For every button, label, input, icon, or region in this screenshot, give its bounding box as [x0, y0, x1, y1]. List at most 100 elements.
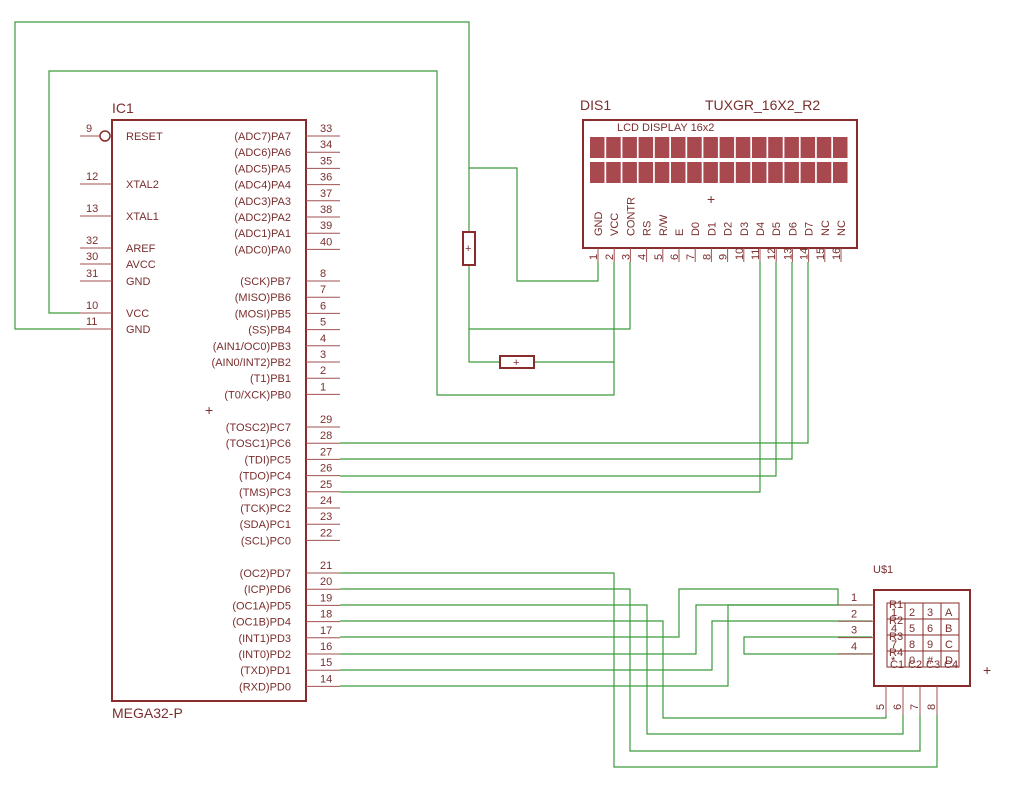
lcd-char-cell — [735, 137, 751, 158]
ic1-pin-number: 3 — [320, 349, 326, 361]
lcd-char-cell — [719, 137, 735, 158]
ic1-pin-label: (TXD)PD1 — [240, 665, 291, 677]
lcd-char-cell — [800, 162, 816, 183]
keypad-key-label: 4 — [891, 623, 897, 635]
ic1-pin-number: 15 — [320, 657, 332, 669]
ic1-pin-number: 16 — [320, 641, 332, 653]
ic1-pin-label: (TOSC1)PC6 — [226, 438, 291, 450]
wire-pc5-d6 — [340, 262, 793, 460]
ic1-pin-number: 2 — [320, 365, 326, 377]
lcd-pin-number: 10 — [734, 248, 746, 260]
keypad-key-label: 7 — [891, 639, 897, 651]
keypad-key-label: * — [891, 655, 896, 667]
keypad-name: U$1 — [873, 564, 893, 576]
lcd-pin-label: VCC — [609, 213, 621, 236]
lcd-pin-label: D3 — [739, 222, 751, 236]
lcd-char-cell — [590, 162, 605, 183]
ic1-pin-number: 18 — [320, 609, 332, 621]
lcd-pin-number: 9 — [718, 254, 730, 260]
keypad-key — [940, 650, 960, 668]
ic1-pin-label: RESET — [126, 131, 163, 143]
ic1-pin-number: 4 — [320, 333, 326, 345]
wire-pd3-k1 — [340, 588, 872, 638]
ic1-pin-label: (INT0)PD2 — [238, 649, 291, 661]
ic1-pin-number: 1 — [320, 381, 326, 393]
ic1-left-pins: 9RESET12XTAL213XTAL132AREF30AVCC31GND10V… — [80, 123, 163, 336]
ic1-pin-label: XTAL1 — [126, 211, 159, 223]
lcd-pin-number: 15 — [815, 248, 827, 260]
keypad-key-label: 1 — [891, 607, 897, 619]
lcd-char-cell — [703, 137, 718, 158]
ic1-pin-number: 25 — [320, 479, 332, 491]
lcd-pin-label: NC — [836, 220, 848, 236]
keypad-key-label: 6 — [927, 623, 933, 635]
lcd-char-cell — [671, 137, 686, 158]
ic1-pin-number: 37 — [320, 188, 332, 200]
lcd-pin-number: 4 — [637, 254, 649, 260]
lcd-body — [582, 119, 858, 249]
ic1-symbol[interactable]: IC1 MEGA32-P 9RESET12XTAL213XTAL132AREF3… — [80, 100, 340, 721]
ic1-origin-mark: + — [205, 402, 213, 418]
keypad-key-label: D — [945, 655, 953, 667]
lcd-char-cell — [622, 162, 637, 183]
ic1-pin-number: 22 — [320, 527, 332, 539]
ic1-pin-label: (ADC3)PA3 — [234, 196, 291, 208]
lcd-char-cell — [752, 137, 767, 158]
ic1-pin-label: (MISO)PB6 — [235, 292, 291, 304]
keypad-pin-number: 7 — [909, 704, 921, 710]
pot-mark: + — [465, 243, 471, 255]
ic1-pin-label: (T0/XCK)PB0 — [224, 389, 291, 401]
potentiometer[interactable]: + — [462, 231, 476, 266]
ic1-pin-label: AVCC — [126, 259, 156, 271]
ic1-pin-label: GND — [126, 324, 151, 336]
ic1-pin-label: (MOSI)PB5 — [235, 308, 291, 320]
wire-vcc — [48, 70, 615, 396]
keypad-key-label: A — [945, 607, 953, 619]
keypad-row-label: R4 — [889, 647, 903, 659]
lcd-pin-number: 12 — [766, 248, 778, 260]
wire-contrast — [468, 262, 631, 330]
lcd-origin-mark: + — [707, 191, 715, 207]
ic1-pin-label: GND — [126, 276, 151, 288]
ic1-body — [111, 119, 307, 702]
ic1-pin-label: XTAL2 — [126, 179, 159, 191]
keypad-pin-number: 4 — [851, 641, 857, 653]
lcd-pins: 1GND2VCC3CONTR4RS5R/W6E7D08D19D210D311D4… — [588, 197, 848, 262]
ic1-pin-number: 24 — [320, 495, 332, 507]
lcd-title: LCD DISPLAY 16x2 — [617, 122, 714, 134]
ic1-pin-number: 40 — [320, 236, 332, 248]
ic1-pin-number: 38 — [320, 204, 332, 216]
ic1-pin-label: (ICP)PD6 — [244, 584, 291, 596]
lcd-char-cell — [590, 137, 605, 158]
keypad-col-label: C2 — [908, 659, 922, 671]
lcd-char-cell — [816, 162, 832, 183]
ic1-pin-number: 14 — [320, 673, 332, 685]
lcd-symbol[interactable]: DIS1 TUXGR_16X2_R2 LCD DISPLAY 16x2 1GND… — [580, 97, 858, 262]
ic1-pin-label: (TCK)PC2 — [240, 503, 291, 515]
lcd-pin-number: 5 — [653, 254, 665, 260]
ic1-pin-label: VCC — [126, 308, 149, 320]
ic1-pin-label: (SS)PB4 — [248, 325, 291, 337]
lcd-char-cell — [735, 162, 751, 183]
wire-k4 — [743, 636, 872, 655]
wire-pd1-k3 — [340, 620, 872, 671]
ic1-pin-label: (OC2)PD7 — [240, 568, 291, 580]
wire-pd7-k8 — [340, 572, 938, 768]
ic1-pin-label: (TDO)PC4 — [239, 471, 291, 483]
ic1-pin-number: 9 — [86, 123, 92, 135]
lcd-pin-label: D4 — [755, 222, 767, 236]
lcd-char-cell — [606, 162, 621, 183]
lcd-char-cell — [654, 137, 670, 158]
ic1-pin-number: 29 — [320, 414, 332, 426]
lcd-char-cell — [800, 137, 816, 158]
ic1-pin-label: (SDA)PC1 — [240, 519, 291, 531]
keypad-pin-number: 8 — [926, 704, 938, 710]
resistor[interactable]: + — [499, 355, 535, 369]
lcd-pin-number: 14 — [799, 248, 811, 260]
lcd-pin-number: 6 — [669, 254, 681, 260]
lcd-pin-number: 2 — [604, 254, 616, 260]
ic1-pin-label: (ADC6)PA6 — [234, 147, 291, 159]
ic1-pin-label: (RXD)PD0 — [239, 681, 291, 693]
